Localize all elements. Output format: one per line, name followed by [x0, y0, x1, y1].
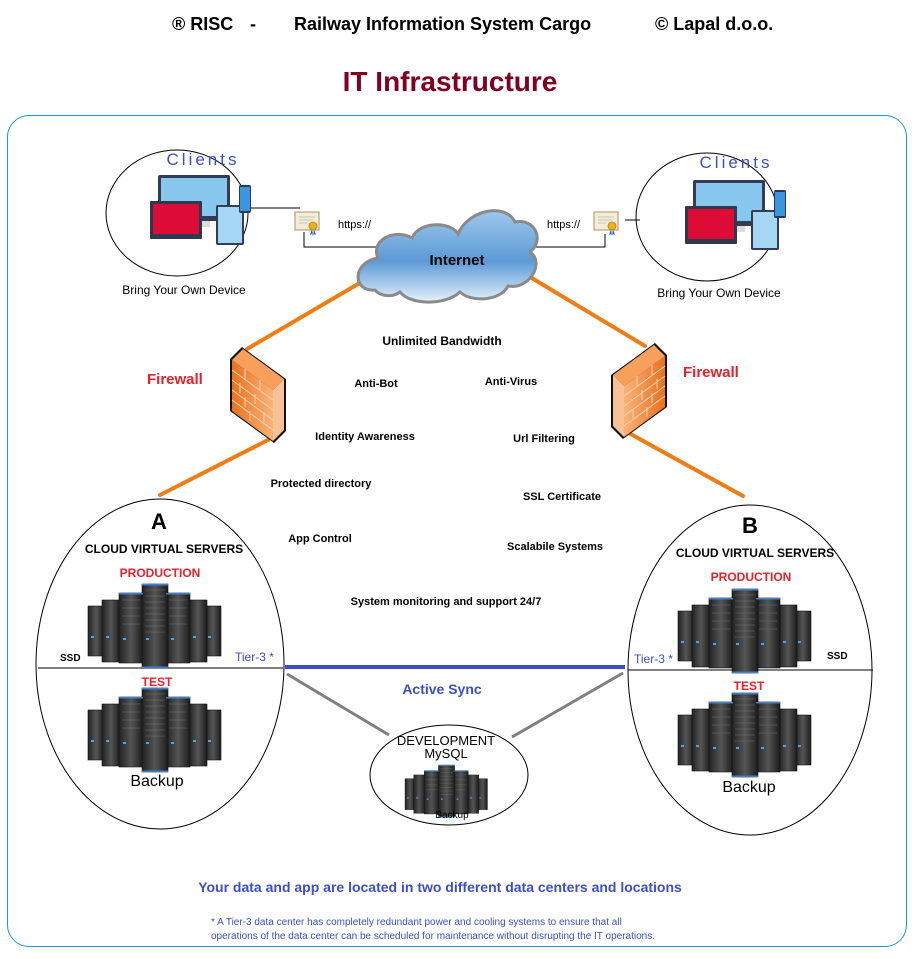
- feature-item: App Control: [288, 533, 352, 545]
- datacenter-a-dev-link: [286, 672, 390, 737]
- development-label: DEVELOPMENT MySQL: [397, 734, 495, 760]
- internet-label: Internet: [429, 252, 485, 269]
- footnote-line1: * A Tier-3 data center has completely re…: [211, 917, 622, 928]
- diagram-frame: [7, 115, 907, 947]
- datacenter-a-group: [35, 498, 285, 830]
- clients-left-title: Clients: [166, 150, 240, 169]
- server-rack-icon: [677, 588, 812, 674]
- server-rack-icon: [87, 687, 222, 773]
- firewall-icon: [229, 346, 287, 444]
- datacenter-a-storage: SSD: [60, 653, 81, 664]
- locations-note: Your data and app are located in two dif…: [198, 879, 682, 895]
- development-backup: Backup: [435, 810, 469, 821]
- https-left-label: https://: [338, 219, 372, 231]
- development-group: [369, 724, 529, 826]
- datacenter-a-test: TEST: [141, 675, 173, 689]
- feature-item: Protected directory: [270, 478, 372, 490]
- datacenter-a-backup: Backup: [130, 773, 184, 790]
- feature-item: Scalabile Systems: [506, 541, 604, 553]
- development-line1: DEVELOPMENT: [396, 733, 496, 748]
- page-header: ® RISC - Railway Information System Carg…: [0, 14, 921, 38]
- datacenter-b-production: PRODUCTION: [710, 570, 792, 584]
- datacenter-b-title: CLOUD VIRTUAL SERVERS: [675, 546, 835, 560]
- datacenter-b-test: TEST: [733, 679, 765, 693]
- datacenter-a-production: PRODUCTION: [119, 566, 201, 580]
- system-name: Railway Information System Cargo: [294, 14, 592, 34]
- clients-right-caption: Bring Your Own Device: [657, 286, 781, 300]
- server-rack-icon: [677, 692, 812, 778]
- firewall-datacenter-a-link: [158, 438, 270, 497]
- clients-left-caption: Bring Your Own Device: [122, 283, 246, 297]
- datacenter-b-storage: SSD: [827, 651, 848, 662]
- development-line2: MySQL: [424, 746, 468, 761]
- internet-firewall-left-link: [245, 275, 372, 351]
- cloud-icon: [356, 209, 539, 304]
- server-rack-icon: [87, 583, 222, 669]
- feature-item: Identity Awareness: [315, 431, 415, 443]
- datacenter-b-letter: B: [742, 513, 758, 538]
- client-right-https-link: [530, 234, 606, 248]
- copyright-label: © Lapal d.o.o.: [655, 14, 774, 34]
- feature-item: Url Filtering: [513, 433, 575, 445]
- feature-bandwidth: Unlimited Bandwidth: [382, 334, 502, 348]
- firewall-left-label: Firewall: [147, 371, 203, 388]
- devices-icon: [685, 180, 786, 250]
- footnote-line2: operations of the data center can be sch…: [211, 931, 655, 942]
- devices-icon: [150, 175, 251, 245]
- datacenter-a-title: CLOUD VIRTUAL SERVERS: [84, 542, 244, 556]
- ssl-certificate-icon: [294, 211, 320, 237]
- datacenter-a-tier: Tier-3 *: [235, 650, 274, 664]
- client-left-https-link: [303, 232, 380, 248]
- feature-item: SSL Certificate: [522, 491, 602, 503]
- internet-firewall-right-link: [528, 275, 647, 348]
- connector-lines: [158, 207, 745, 739]
- header-separator: -: [250, 14, 256, 34]
- firewall-right-label: Firewall: [683, 364, 739, 381]
- datacenter-b-tier: Tier-3 *: [634, 652, 673, 666]
- clients-right-title: Clients: [699, 153, 773, 172]
- https-right-label: https://: [547, 219, 581, 231]
- datacenter-b-backup: Backup: [722, 779, 776, 796]
- feature-item: Anti-Bot: [354, 378, 398, 390]
- firewall-datacenter-b-link: [625, 430, 745, 498]
- feature-support: System monitoring and support 24/7: [350, 596, 542, 608]
- active-sync-label: Active Sync: [402, 681, 482, 697]
- brand-label: ® RISC: [172, 14, 234, 34]
- feature-item: Anti-Virus: [484, 376, 538, 388]
- firewall-icon: [610, 342, 668, 440]
- datacenter-b-dev-link: [511, 671, 624, 739]
- page-title: IT Infrastructure: [342, 66, 558, 97]
- tier3-footnote: * A Tier-3 data center has completely re…: [211, 916, 655, 944]
- ssl-certificate-icon: [593, 211, 619, 237]
- datacenter-a-letter: A: [151, 509, 167, 534]
